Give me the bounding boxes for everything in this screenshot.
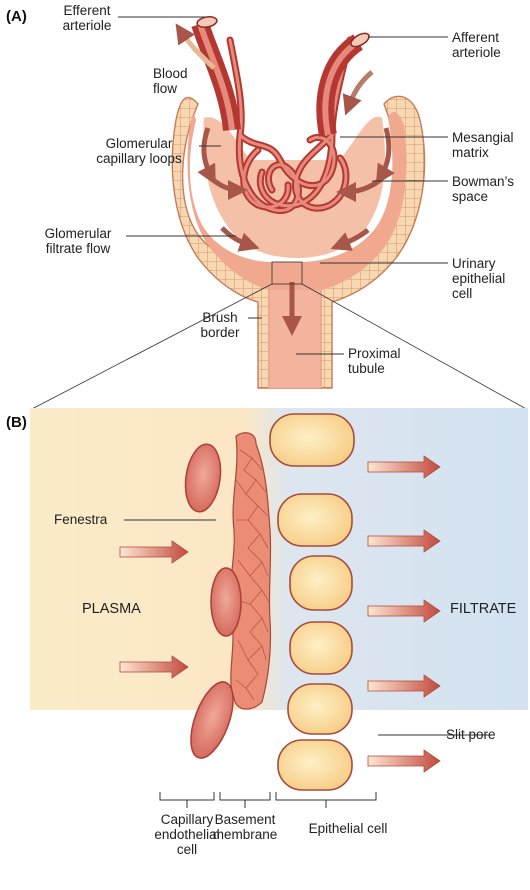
fenestra-label: Fenestra [54,512,107,527]
brush-border-label: Brush border [194,310,246,340]
epithelial-cell [278,494,352,546]
slit-pore-label: Slit pore [446,727,496,742]
proximal-tubule-label: Proximal tubule [348,346,401,376]
epithelial-cell [290,556,352,610]
glomerular-filtrate-flow-label: Glomerular filtrate flow [28,226,128,256]
plasma-label: PLASMA [82,602,141,617]
afferent-arteriole-label: Afferent arteriole [452,30,501,60]
urinary-epithelial-cell-label: Urinary epithelial cell [452,256,505,301]
epithelial-cell [290,622,352,674]
basement-membrane-label: Basement membrane [200,812,290,842]
panel-a-tag: (A) [6,8,27,25]
efferent-arteriole-label: Efferent arteriole [54,3,120,33]
epithelial-cell-label: Epithelial cell [288,821,408,836]
mesangial-matrix-label: Mesangial matrix [452,130,514,160]
filtrate-arrow [368,750,440,772]
epithelial-cell [278,740,352,790]
tubule-lumen [270,290,320,388]
epithelial-cell [270,414,354,466]
brackets [160,792,376,808]
filtrate-label: FILTRATE [450,602,516,617]
endothelial-cell [211,568,241,636]
basement-membrane [230,433,271,709]
bowmans-space-label: Bowman’s space [452,174,514,204]
epithelial-cell [288,684,352,734]
blood-flow-in-arrow [348,72,372,108]
blood-flow-label: Blood flow [153,66,188,96]
glomerular-capillary-loops-label: Glomerular capillary loops [80,136,198,166]
panel-b-tag: (B) [6,414,27,431]
panel-a [30,15,528,410]
